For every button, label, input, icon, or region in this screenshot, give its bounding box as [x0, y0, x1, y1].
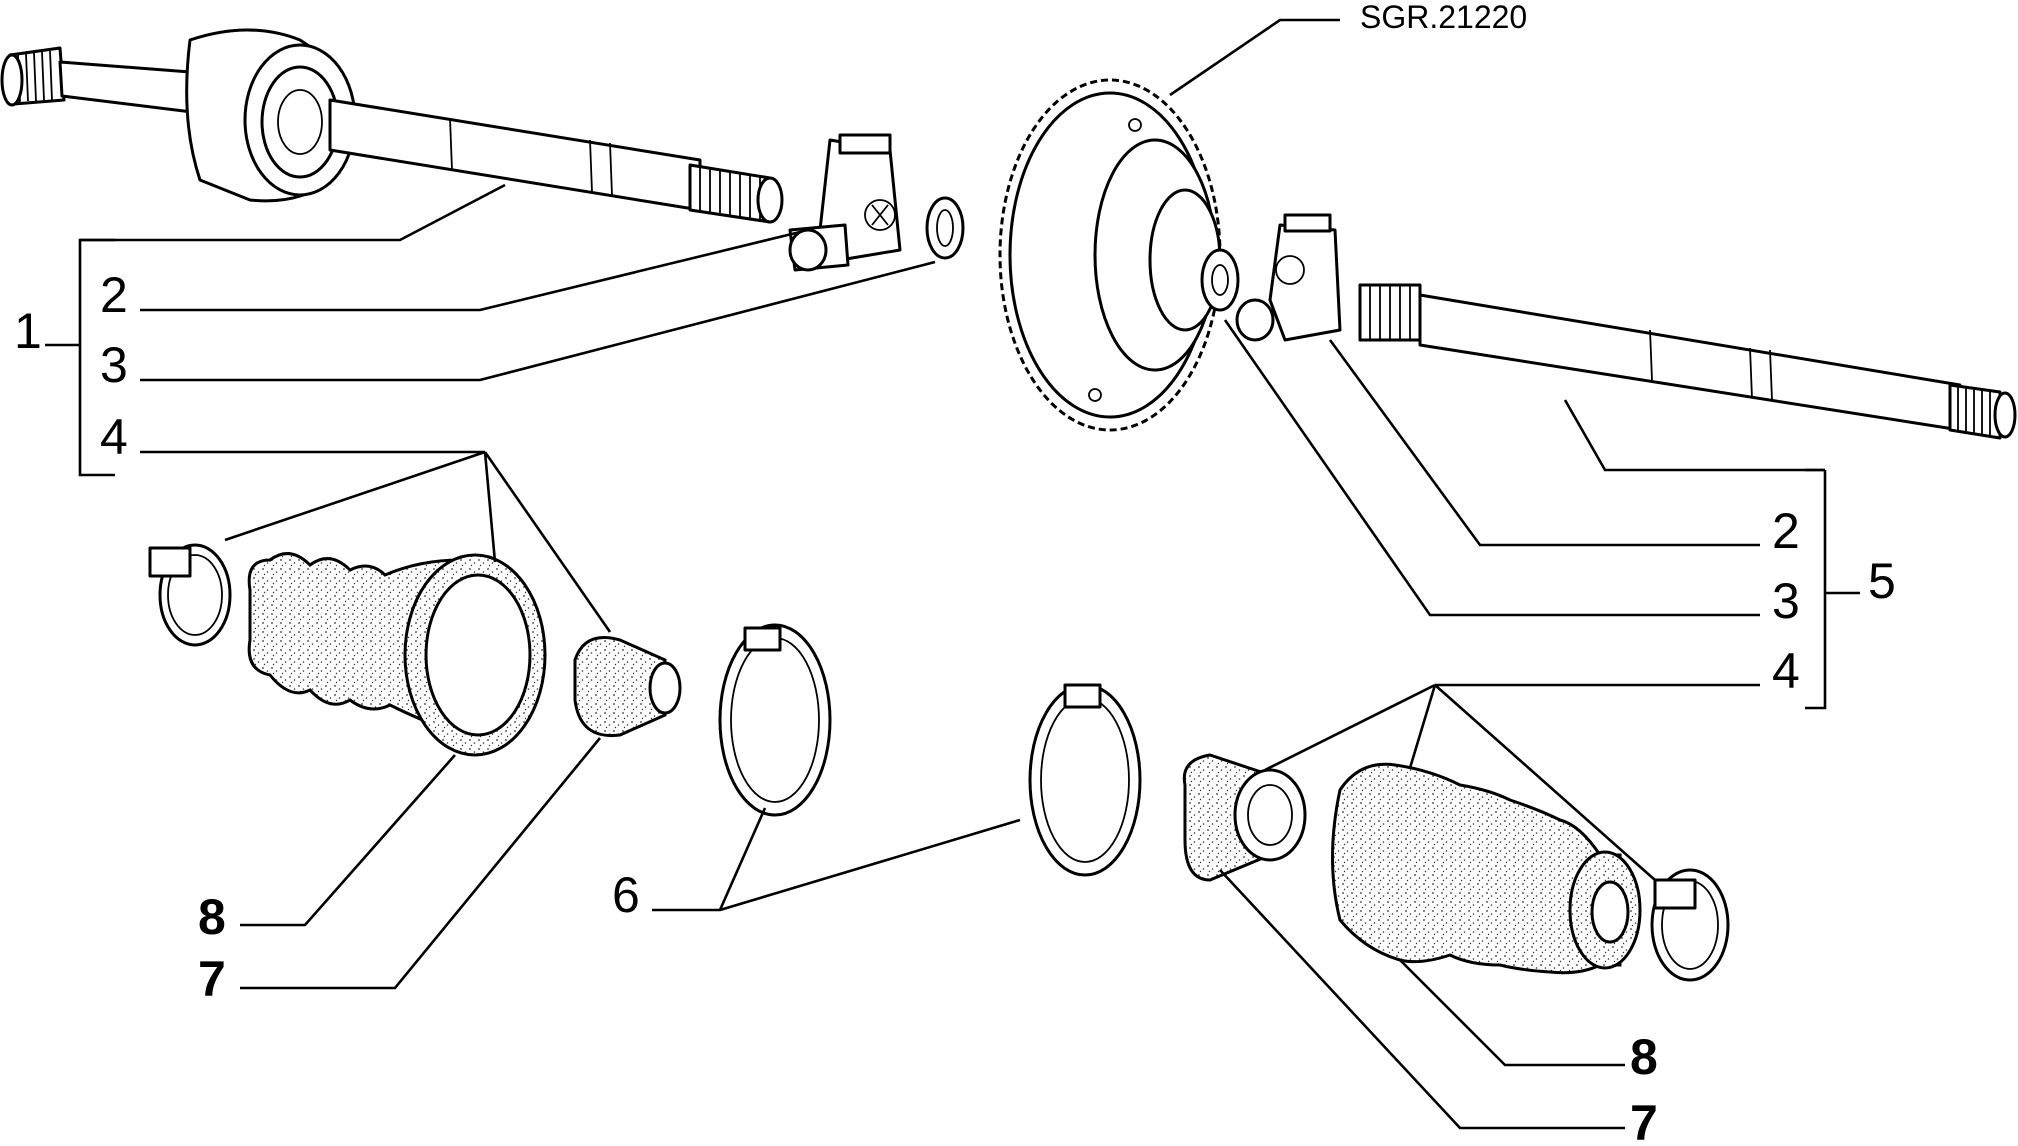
left-driveshaft [0, 28, 784, 224]
callout-5: 5 [1868, 553, 1896, 609]
left-inner-boot [573, 636, 682, 738]
callout-right-2: 2 [1772, 503, 1800, 559]
callout-6: 6 [612, 867, 640, 923]
callout-left-2: 2 [100, 267, 128, 323]
differential-ring-gear [998, 78, 1240, 432]
leader-lines [45, 18, 1860, 1130]
callout-right-8: 8 [1630, 1029, 1658, 1085]
right-large-clamp [1028, 683, 1142, 877]
left-tripod-joint [788, 133, 902, 272]
left-outer-boot [247, 552, 547, 757]
right-small-clamp [1650, 868, 1730, 982]
left-circlip [925, 196, 965, 260]
right-inner-boot [1182, 753, 1307, 882]
callout-left-7: 7 [198, 951, 226, 1007]
drawing-code-label: SGR.21220 [1360, 0, 1527, 35]
left-small-clamp [148, 543, 232, 647]
right-driveshaft [1358, 283, 2017, 440]
callout-left-8: 8 [198, 889, 226, 945]
callout-right-4: 4 [1772, 643, 1800, 699]
callout-left-3: 3 [100, 337, 128, 393]
callout-right-7: 7 [1630, 1095, 1658, 1146]
left-large-clamp [718, 623, 832, 817]
right-tripod-joint [1235, 213, 1342, 342]
callout-left-4: 4 [100, 409, 128, 465]
right-outer-boot [1331, 762, 1642, 975]
callout-right-3: 3 [1772, 573, 1800, 629]
callout-1: 1 [14, 303, 42, 359]
